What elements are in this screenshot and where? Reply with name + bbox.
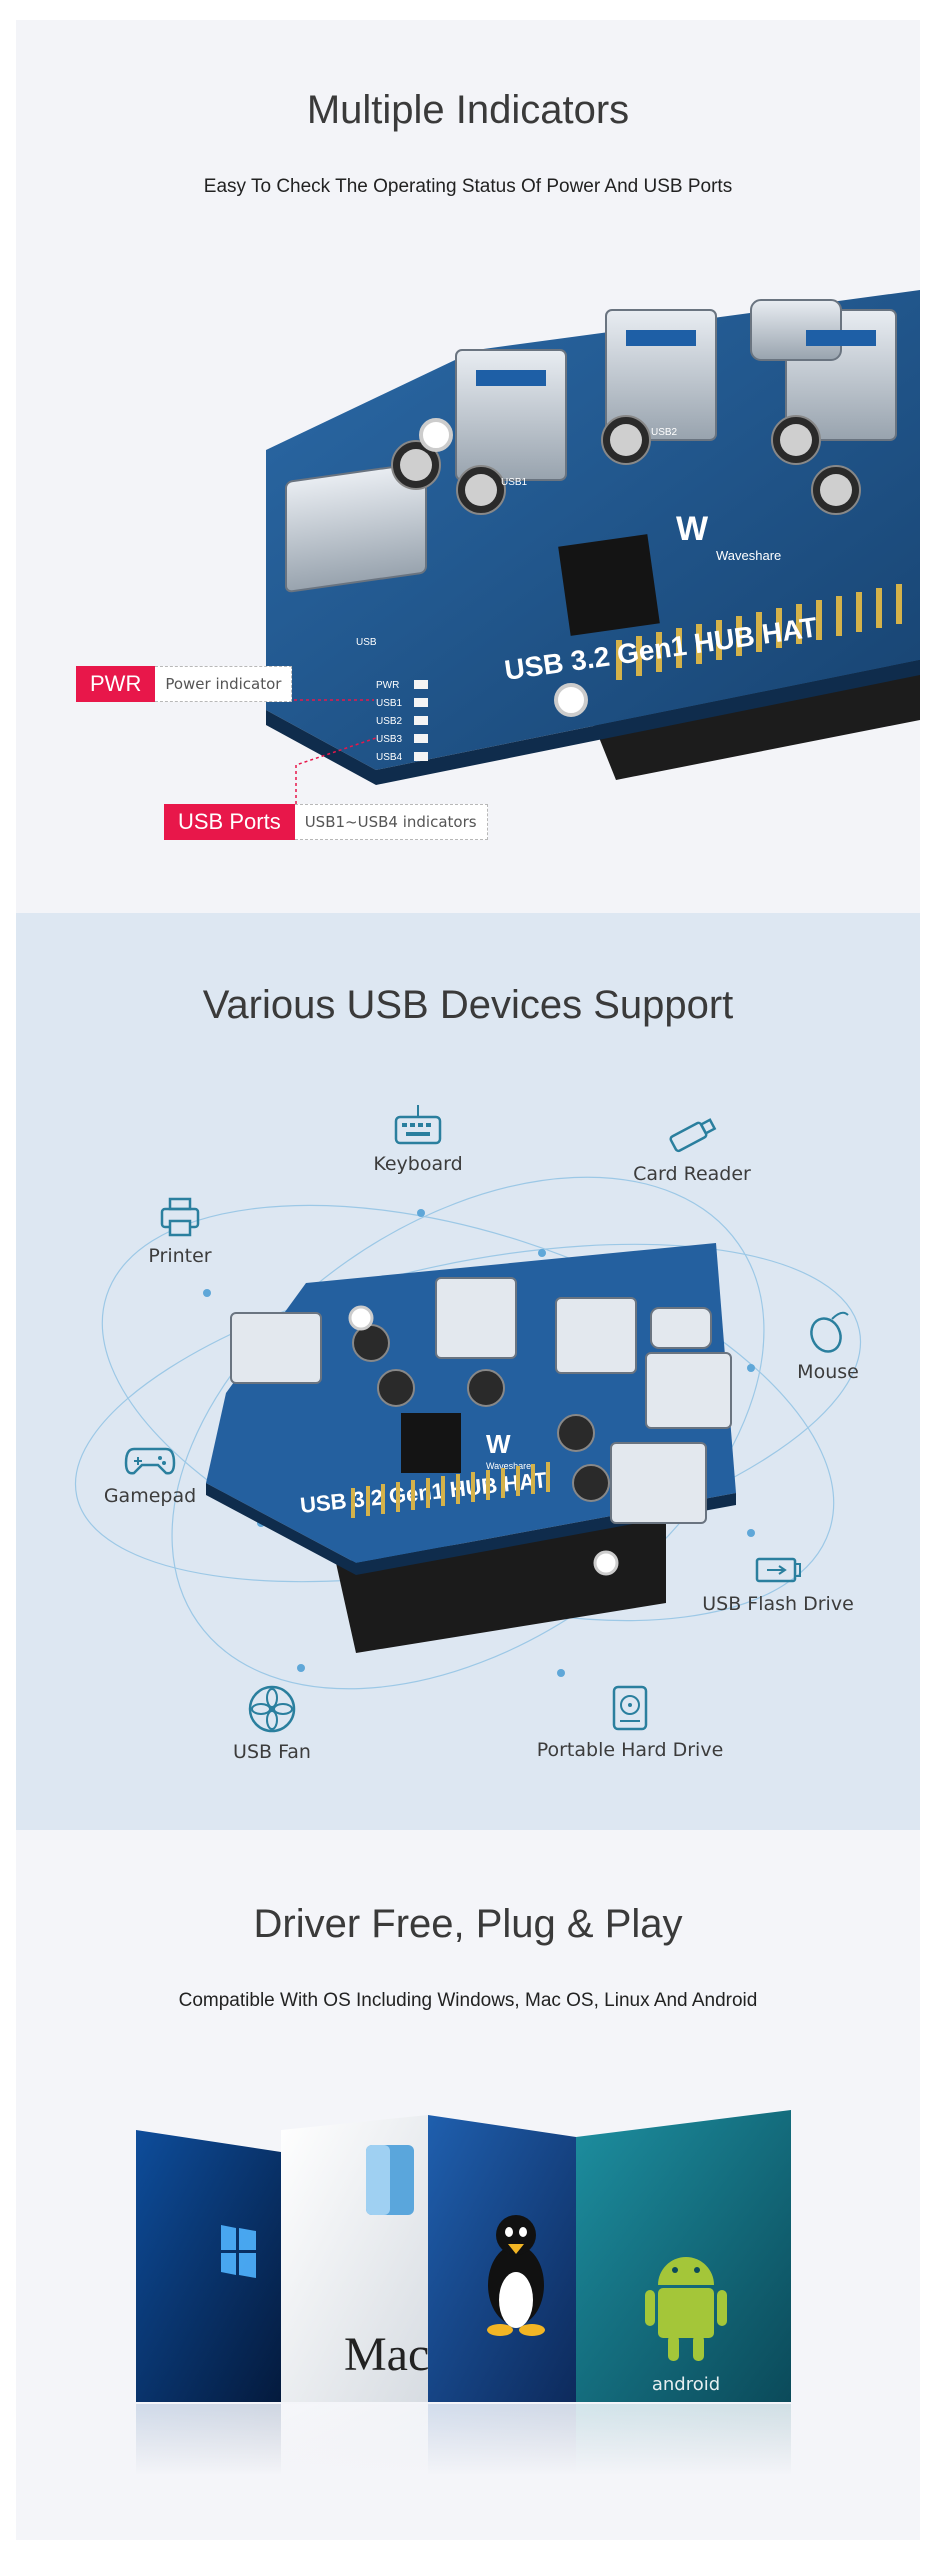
gamepad-device: Gamepad [50, 1439, 250, 1507]
indicators-title: Multiple Indicators [306, 88, 630, 132]
svg-text:USB2: USB2 [376, 716, 403, 727]
portable-hard-drive-icon [612, 1685, 648, 1731]
svg-text:PWR: PWR [376, 680, 399, 691]
svg-text:USB1: USB1 [501, 477, 528, 488]
mouse-icon [810, 1311, 849, 1353]
svg-text:USB1: USB1 [376, 698, 403, 709]
keyboard-icon [394, 1105, 442, 1145]
card-reader-device: Card Reader [592, 1113, 792, 1185]
printer-device: Printer [80, 1195, 280, 1267]
mouse-device: Mouse [728, 1305, 920, 1383]
svg-text:USB4: USB4 [376, 752, 403, 763]
board-brand-text: Waveshare [716, 548, 781, 563]
indicators-subtitle: Easy To Check The Operating Status Of Po… [203, 176, 733, 197]
pwr-tag: PWR [76, 666, 156, 702]
windows-tile [136, 2130, 281, 2402]
os-tiles: MacOS android [126, 2110, 806, 2476]
svg-text:USB3: USB3 [376, 734, 403, 745]
printer-icon [160, 1197, 200, 1237]
usb-flash-drive-icon [755, 1557, 801, 1583]
usb-fan-device: USB Fan [172, 1683, 372, 1763]
svg-text:W: W [676, 510, 709, 548]
usb-fan-icon [248, 1685, 296, 1733]
hard-drive-device: Portable Hard Drive [530, 1683, 730, 1761]
mouse-label: Mouse [797, 1361, 859, 1383]
printer-label: Printer [148, 1245, 212, 1267]
gamepad-icon [124, 1447, 176, 1475]
board2-brand-text: Waveshare [486, 1461, 531, 1471]
card-reader-label: Card Reader [633, 1163, 751, 1185]
flash-drive-device: USB Flash Drive [678, 1553, 878, 1615]
android-text: android [652, 2374, 720, 2395]
driver-free-section: Driver Free, Plug & Play Compatible With… [16, 1830, 920, 2540]
android-tile: android [576, 2110, 791, 2402]
hard-drive-label: Portable Hard Drive [536, 1739, 724, 1761]
usb-fan-label: USB Fan [233, 1741, 311, 1763]
devices-title: Various USB Devices Support [202, 983, 734, 1027]
svg-text:USB2: USB2 [651, 427, 678, 438]
device-orbits: W Waveshare USB 3.2 Gen1 HUB HAT [74, 1176, 862, 1690]
svg-text:USB: USB [356, 637, 377, 648]
driver-free-subtitle: Compatible With OS Including Windows, Ma… [178, 1990, 758, 2011]
usb-devices-section: Various USB Devices Support [16, 913, 920, 1830]
usb-hub-board-image: W Waveshare USB 3.2 Gen1 HUB HAT USB USB… [266, 290, 920, 810]
driver-free-title: Driver Free, Plug & Play [253, 1902, 683, 1946]
keyboard-device: Keyboard [318, 1103, 518, 1175]
pwr-description: Power indicator [155, 666, 293, 702]
usb-ports-tag: USB Ports [164, 804, 295, 840]
usb-ports-description: USB1~USB4 indicators [294, 804, 488, 840]
keyboard-label: Keyboard [373, 1153, 463, 1175]
linux-tile [428, 2115, 576, 2402]
pwr-callout: PWR Power indicator [76, 666, 293, 702]
indicators-section: Multiple Indicators Easy To Check The Op… [16, 20, 920, 913]
gamepad-label: Gamepad [103, 1485, 197, 1507]
usb-ports-callout: USB Ports USB1~USB4 indicators [164, 804, 488, 840]
svg-text:W: W [486, 1429, 511, 1459]
flash-drive-label: USB Flash Drive [702, 1593, 854, 1615]
card-reader-icon [669, 1118, 717, 1153]
